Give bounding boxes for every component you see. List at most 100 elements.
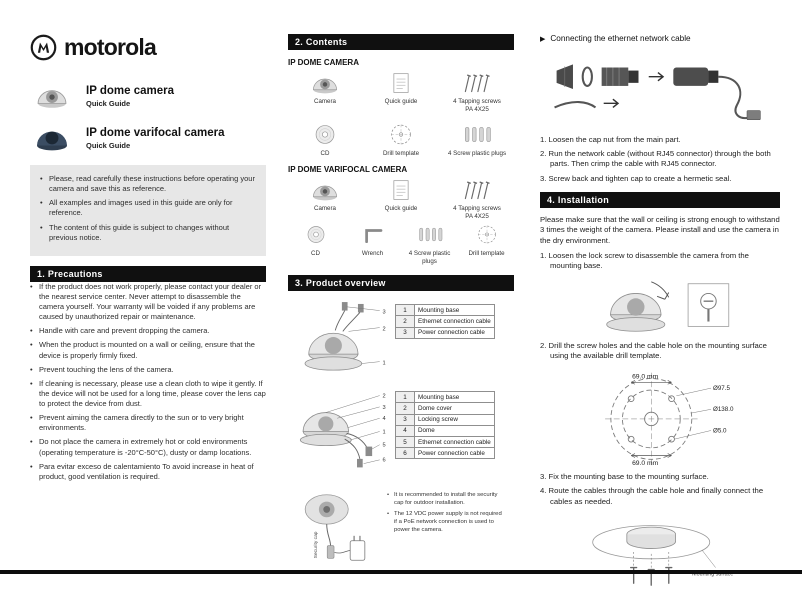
contents-item-cd: CD — [288, 123, 362, 158]
contents-item-plastic-plugs: 4 Screw plastic plugs — [440, 123, 514, 158]
precaution-item: If cleaning is necessary, please use a c… — [30, 379, 266, 409]
product-title: IP dome varifocal camera — [86, 126, 225, 139]
page-footer-rule — [0, 570, 802, 574]
step: 1. Loosen the lock screw to disassemble … — [540, 251, 749, 271]
contents-item-drill-template: Drill template — [459, 223, 514, 266]
dim-top: 69.0 mm — [632, 374, 659, 381]
cd-icon — [315, 125, 335, 144]
security-cap-label: Security cap — [313, 531, 319, 558]
intro-note: The content of this guide is subject to … — [40, 223, 256, 243]
dim-hole: Ø5.0 — [713, 427, 727, 434]
cd-icon — [307, 226, 324, 244]
motorola-logo: motorola — [30, 34, 266, 61]
contents-grid-varifocal-row2: CD Wrench 4 Screw plastic plugs Drill te… — [288, 223, 514, 266]
disassemble-camera-diagram — [606, 280, 730, 332]
contents-item-tapping-screws: 4 Tapping screws PA 4X25 — [440, 71, 514, 114]
overview-note: It is recommended to install the securit… — [387, 492, 505, 508]
contents-item-camera: Camera — [288, 71, 362, 114]
intro-note: Please, read carefully these instruction… — [40, 174, 256, 194]
dim-bottom: 69.0 mm — [632, 460, 659, 467]
mounting-surface-diagram: Mounting surface — [592, 524, 733, 586]
intro-notes-list: Please, read carefully these instruction… — [40, 174, 256, 243]
precaution-item: When the product is mounted on a wall or… — [30, 340, 266, 360]
product-ip-dome-varifocal-camera: IP dome varifocal camera Quick Guide — [30, 123, 266, 153]
callout-number: 2 — [383, 394, 386, 400]
tapping-screws-icon — [464, 181, 491, 200]
contents-item-drill-template: Drill template — [364, 123, 438, 158]
product-subtitle: Quick Guide — [86, 98, 131, 108]
dome-camera-icon — [312, 78, 338, 94]
contents-item-tapping-screws: 4 Tapping screws PA 4X25 — [440, 178, 514, 221]
contents-item-plastic-plugs: 4 Screw plastic plugs — [402, 223, 457, 266]
motorola-batwing-icon — [30, 34, 57, 61]
contents-item-camera: Camera — [288, 178, 362, 221]
ethernet-steps: 1. Loosen the cap nut from the main part… — [540, 135, 780, 184]
dim-inner: Ø97.5 — [713, 385, 731, 392]
section-header-contents: 2. Contents — [288, 34, 514, 50]
precaution-item: Para evitar exceso de calentamiento To a… — [30, 462, 266, 482]
ethernet-gland-diagram — [554, 64, 761, 121]
security-cap-diagram: Security cap — [304, 494, 366, 561]
precaution-item: If the product does not work properly, p… — [30, 282, 266, 323]
ethernet-title: Connecting the ethernet network cable — [550, 34, 691, 43]
precaution-item: Handle with care and prevent dropping th… — [30, 326, 266, 336]
section-header-product-overview: 3. Product overview — [288, 275, 514, 292]
wrench-icon — [364, 229, 382, 244]
step: 3. Screw back and tighten cap to create … — [540, 173, 732, 183]
intro-notes-box: Please, read carefully these instruction… — [30, 165, 266, 256]
mounting-surface-label: Mounting surface — [692, 571, 733, 577]
contents-grid-dome: Camera Quick guide 4 Tapping screws PA 4… — [288, 71, 514, 157]
precaution-item: Prevent aiming the camera directly to th… — [30, 413, 266, 433]
heading-ip-dome-camera: IP DOME CAMERA — [288, 58, 359, 67]
precaution-item: Prevent touching the lens of the camera. — [30, 365, 266, 375]
drill-template-icon — [390, 124, 412, 145]
plastic-plugs-icon — [465, 127, 491, 142]
section-header-precautions: 1. Precautions — [30, 265, 266, 282]
callout-number: 1 — [383, 361, 386, 367]
product-title: IP dome camera — [86, 84, 175, 97]
callout-number: 4 — [383, 416, 386, 422]
contents-item-quick-guide: Quick guide — [364, 71, 438, 114]
installation-intro: Please make sure that the wall or ceilin… — [540, 214, 780, 245]
overview-notes: It is recommended to install the securit… — [387, 492, 505, 538]
right-column: ▶ Connecting the ethernet network cable … — [540, 34, 780, 594]
contents-item-wrench: Wrench — [345, 223, 400, 266]
document-icon — [393, 180, 409, 200]
dim-outer: Ø138.0 — [713, 406, 734, 413]
overview-note: The 12 VDC power supply is not required … — [387, 511, 505, 535]
contents-item-quick-guide: Quick guide — [364, 178, 438, 221]
dome-camera-diagram: 3 2 1 — [304, 302, 386, 371]
document-icon — [393, 72, 409, 93]
section-header-installation: 4. Installation — [540, 191, 780, 208]
callout-number: 5 — [383, 443, 386, 449]
overview-block-security-cap: Security cap It is recommended to instal… — [288, 484, 514, 572]
step: 1. Loosen the cap nut from the main part… — [540, 135, 681, 144]
middle-column: 2. Contents IP DOME CAMERA Camera Quick … — [288, 34, 514, 572]
step: 2. Drill the screw holes and the cable h… — [540, 340, 767, 360]
product-subtitle: Quick Guide — [86, 140, 131, 150]
dome-camera-icon — [37, 90, 67, 109]
intro-note: All examples and images used in this gui… — [40, 198, 256, 218]
contents-item-cd: CD — [288, 223, 343, 266]
tapping-screws-icon — [464, 73, 491, 92]
callout-number: 1 — [383, 430, 386, 436]
step: 4. Route the cables through the cable ho… — [540, 486, 764, 506]
varifocal-camera-diagram: 2 3 4 1 5 6 — [299, 394, 386, 468]
callout-number: 6 — [383, 458, 386, 464]
precaution-item: Do not place the camera in extremely hot… — [30, 437, 266, 457]
drill-template-icon — [477, 225, 496, 244]
installation-steps: 3. Fix the mounting base to the mounting… — [540, 472, 780, 507]
drill-template-diagram: 69.0 mm Ø97.5 Ø138.0 Ø5.0 69.0 mm — [605, 372, 734, 467]
contents-grid-varifocal-row1: Camera Quick guide 4 Tapping screws PA 4… — [288, 178, 514, 221]
